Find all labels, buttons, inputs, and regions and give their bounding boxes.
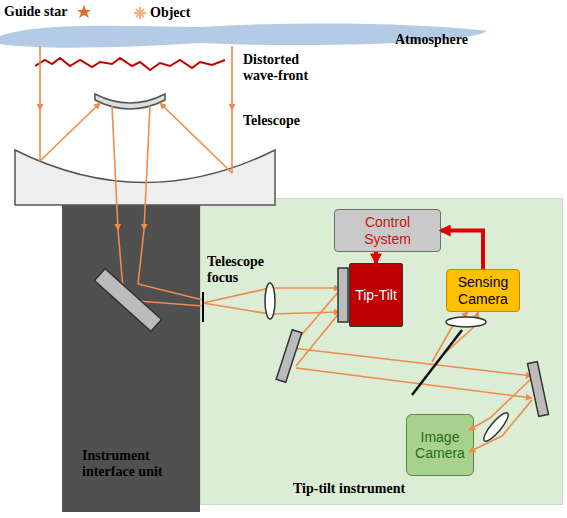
lens xyxy=(446,317,486,327)
control-box: Control System xyxy=(334,209,441,252)
region-title: Instrument interface unit xyxy=(82,448,182,480)
fold-mirror xyxy=(94,269,161,332)
camera-box: Image Camera xyxy=(406,414,474,476)
box-label: Sensing Camera xyxy=(452,274,514,306)
fold-mirror xyxy=(527,362,548,417)
region-title: Tip-tilt instrument xyxy=(293,481,493,497)
signal-arrow xyxy=(441,231,483,270)
interface-band: Instrument interface unit xyxy=(62,198,200,512)
secondary-mirror xyxy=(95,94,165,109)
wavefront-line xyxy=(35,58,225,70)
annotation-label: Atmosphere xyxy=(395,32,505,48)
beam-splitter xyxy=(412,330,462,395)
object-icon xyxy=(134,7,146,19)
focus-plane xyxy=(202,292,204,322)
lens xyxy=(265,283,275,319)
annotation-label: Distorted wave-front xyxy=(243,52,331,84)
camera-box: Sensing Camera xyxy=(446,269,520,312)
box-label: Tip-Tilt xyxy=(355,287,397,303)
annotation-label: Telescope focus xyxy=(207,254,285,286)
lens xyxy=(481,410,512,444)
actuator-box: Tip-Tilt xyxy=(349,263,403,327)
box-label: Control System xyxy=(343,214,433,246)
annotation-label: Object xyxy=(150,5,220,21)
light-rays xyxy=(40,46,532,452)
instrument-region: Tip-tilt instrument Control SystemTip-Til… xyxy=(200,198,563,505)
tip-tilt-mirror xyxy=(338,268,348,322)
annotation-label: Guide star xyxy=(4,4,94,20)
flat-mirror xyxy=(276,330,302,383)
annotation-label: Telescope xyxy=(243,113,343,129)
box-label: Image Camera xyxy=(412,429,468,461)
signal-arrow xyxy=(374,252,378,263)
guide-star-icon xyxy=(77,5,91,18)
